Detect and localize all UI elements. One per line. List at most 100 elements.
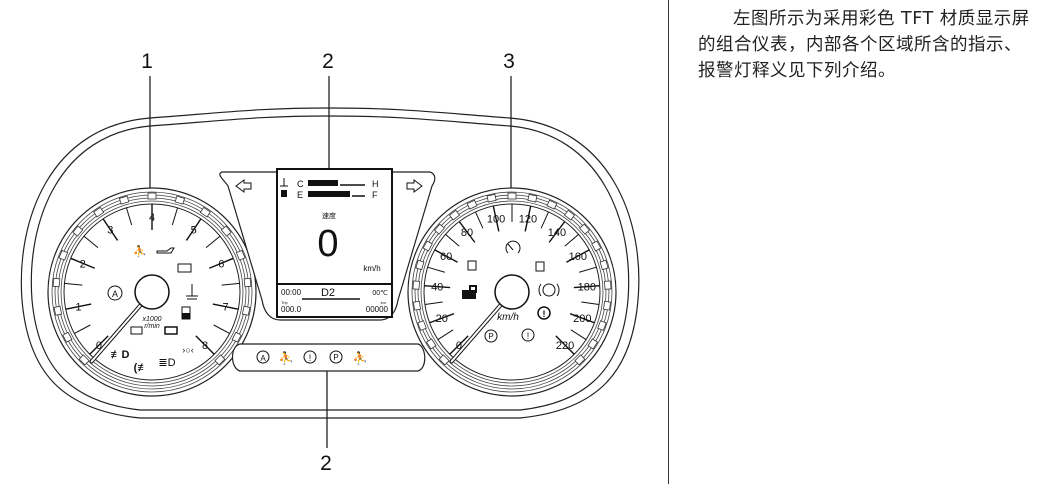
speed-label: 20 [436,313,448,325]
speed-ring-marker [486,193,497,203]
oil-pressure-icon [156,247,175,254]
tach-ring-marker [214,354,226,366]
tach-ring-marker [235,249,246,261]
odometer-value: 00000 [366,305,389,314]
tach-label: 6 [218,258,224,270]
tach-label: 2 [80,258,86,270]
speed-tick [566,249,590,263]
speed-tick [570,329,587,340]
tach-ring-marker [52,277,61,288]
speed-ring-marker [597,320,607,331]
speed-tick [492,205,500,232]
immobilizer-icon [462,285,477,299]
fuel-low-label: E [297,190,303,200]
tach-tick [83,235,99,248]
speed-tick [540,211,550,229]
tach-ring-marker [147,192,157,200]
parking-brake-icon: P [329,350,343,364]
speed-ring-marker [415,259,425,271]
tach-label: 3 [107,225,113,237]
tach-tick [64,282,83,286]
rear-seatbelt-icon: ⛹ [353,350,368,365]
gear-indicator: D2 [321,287,335,299]
tach-label: 1 [75,302,81,314]
tach-tick [171,207,179,226]
tft-screen: C H E F 速度 0 km/h 00:00 D2 00℃ Trip 000.… [276,168,393,318]
speed-label: 160 [569,251,587,263]
speed-ring-marker [546,199,558,210]
tach-ring-marker [174,195,186,205]
tach-ring-marker [58,249,69,261]
epb-icon: P [484,329,498,343]
indicator-strip: A ⛹ ! P ⛹ [231,343,426,372]
coolant-gauge: C H [280,178,379,189]
column-divider [668,0,669,484]
speed-label: 80 [461,227,473,239]
tach-unit-multiplier: x1000 [141,316,161,323]
tach-ring-marker [53,305,63,316]
cruise-control-icon [505,240,521,254]
tach-tick [185,218,202,241]
speed-ring-marker [563,209,576,221]
tach-tick [195,335,215,355]
turn-right-indicator-icon [406,179,423,193]
low-fuel-icon [181,306,191,320]
needle-hub [494,274,530,310]
description-text: 左图所示为采用彩色 TFT 材质显示屏的组合仪表，内部各个区域所含的指示、报警灯… [698,9,1030,81]
auto-hold-icon: A [256,350,270,364]
speed-label: 200 [573,313,591,325]
tach-tick [205,235,221,248]
svg-text:A: A [112,289,118,299]
odometer-unit: km [381,300,387,305]
speed-tick [555,335,575,355]
brake-system-icon: ! [303,350,317,364]
rear-fog-light-icon: (≢ [134,362,149,374]
speed-label: 180 [578,282,596,294]
tach-label: 7 [222,302,228,314]
svg-text:!: ! [543,309,546,319]
speed-tick [437,329,454,340]
tach-tick [221,282,240,286]
tach-ring-marker [241,305,251,316]
tach-ring-marker [243,277,252,288]
speed-ring-marker [466,199,478,210]
tach-tick [212,303,239,310]
brake-warning-icon: ! [521,328,535,342]
speed-ring-marker [579,223,591,235]
position-light-icon: ›○‹ [182,345,193,355]
seatbelt-warning-icon: ⛹ [279,350,294,365]
digital-speed: 0 [317,223,338,265]
engine-fault-icon [130,326,143,335]
speed-ring-marker [574,354,586,366]
tach-tick [125,207,133,226]
speed-label: 120 [519,214,537,226]
speed-tick [449,335,469,355]
speed-tick [429,313,455,324]
tach-label: 4 [149,212,155,224]
speed-tick [569,313,595,324]
speed-tick [427,266,445,273]
tach-tick [102,218,119,241]
speed-tick [458,221,476,243]
speed-ring-marker [603,300,612,311]
fuel-high-label: F [372,190,378,200]
speed-ring-marker [426,338,437,350]
speed-tick [445,233,460,247]
speedo-needle [449,274,530,364]
speed-unit: km/h [497,312,519,323]
tach-tick [213,324,230,334]
speed-ring-marker [448,209,461,221]
speed-tick [564,233,579,247]
speed-ring-marker [438,354,450,366]
digital-speed-unit: km/h [363,264,380,273]
callout-2-bottom: 2 [320,452,332,475]
speed-label: 140 [548,227,566,239]
tach-tick [89,335,109,355]
speed-label: 100 [487,214,505,226]
speed-tick [573,285,600,289]
tach-label: 8 [202,340,208,352]
svg-text:P: P [488,332,493,341]
brake-pad-icon [538,283,560,297]
